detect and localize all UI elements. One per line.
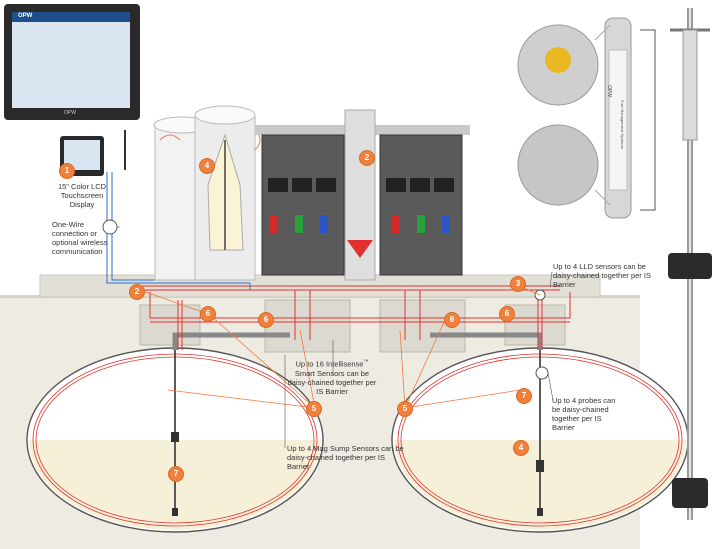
badge-6-d: 6	[499, 306, 515, 322]
label-smart-sensors: Up to 16 Intellisense™ Smart Sensors can…	[287, 358, 377, 396]
label-smart-sensors-line1: Up to 16 Intellisense	[295, 359, 364, 369]
label-probes: Up to 4 probes can be daisy-chained toge…	[552, 396, 616, 432]
sump-right	[504, 304, 566, 346]
dispenser-island	[255, 109, 470, 281]
label-one-wire: One-Wire connection or optional wireless…	[52, 220, 108, 256]
fuel-piping	[172, 332, 543, 350]
badge-7-right: 7	[516, 388, 532, 404]
label-lld-sensors: Up to 4 LLD sensors can be daisy-chained…	[553, 262, 651, 289]
label-touchscreen: 15" Color LCD Touchscreen Display	[57, 182, 107, 209]
probe-label-brand: OPW	[606, 85, 612, 97]
badge-1: 1	[59, 163, 75, 179]
dispenser-sump-left	[264, 299, 351, 353]
badge-3: 3	[510, 276, 526, 292]
sump-left	[139, 304, 201, 346]
badge-6-c: 6	[444, 312, 460, 328]
badge-2-left: 2	[129, 284, 145, 300]
badge-5-right: 5	[397, 401, 413, 417]
label-smart-sensors-tm: ™	[363, 359, 369, 365]
badge-6-b: 6	[258, 312, 274, 328]
console-bezel-text: OPW	[64, 110, 76, 116]
probe-label-fine-print: Fuel Management Systems	[620, 100, 625, 149]
console-monitor-art	[4, 4, 140, 176]
badge-7-left: 7	[168, 466, 184, 482]
badge-6-a: 6	[200, 306, 216, 322]
badge-4-aboveground: 4	[199, 158, 215, 174]
label-mag-sump: Up to 4 Mag Sump Sensors can be daisy-ch…	[287, 444, 404, 471]
badge-5-left: 5	[306, 401, 322, 417]
sensor-tube-product	[517, 17, 656, 219]
aboveground-tanks	[153, 105, 261, 281]
probe-marker	[535, 366, 549, 380]
probe-float-left	[171, 432, 179, 442]
probe-product	[668, 8, 712, 520]
callout-lines	[117, 226, 554, 448]
probe-float-right	[536, 460, 544, 472]
badge-4-right: 4	[513, 440, 529, 456]
badge-2-dispenser: 2	[359, 150, 375, 166]
sensor-wiring	[140, 285, 571, 350]
console-brand: OPW	[18, 13, 33, 19]
label-smart-sensors-line2: Smart Sensors can be daisy-chained toget…	[287, 368, 377, 396]
